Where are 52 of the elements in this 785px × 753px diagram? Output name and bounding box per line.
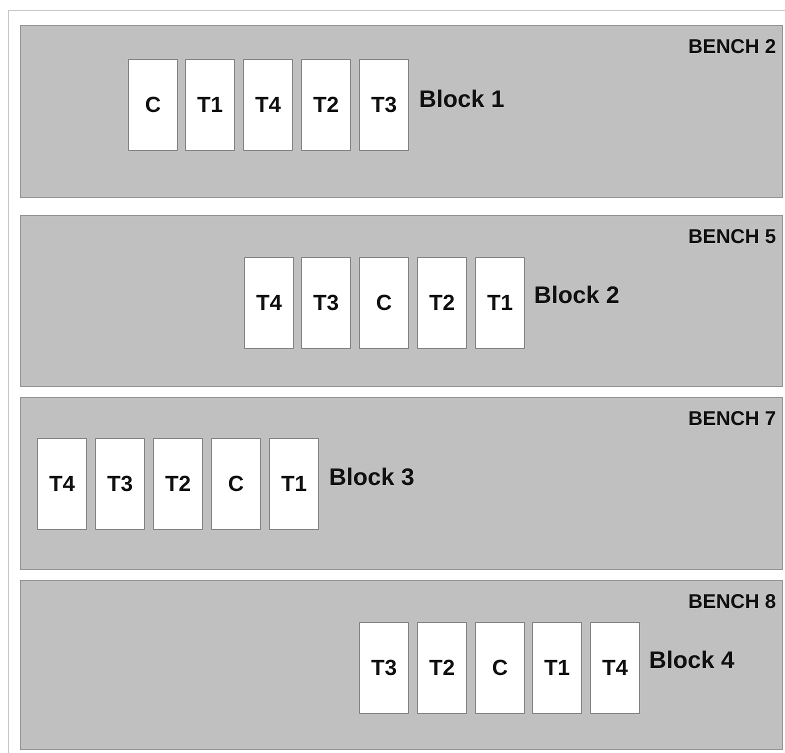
plot-box (128, 59, 178, 151)
bench-heading: BENCH 7 (688, 408, 776, 431)
treatment-label: T2 (429, 655, 455, 681)
bench-heading: BENCH 8 (688, 591, 776, 614)
treatment-label: T3 (107, 471, 133, 497)
plot-box (417, 257, 467, 349)
treatment-label: T1 (281, 471, 307, 497)
treatment-label: T4 (602, 655, 628, 681)
plot-box (359, 622, 409, 714)
plot-box (475, 622, 525, 714)
treatment-label: T1 (197, 92, 223, 118)
plot-box (211, 438, 261, 530)
treatment-label: C (228, 471, 244, 497)
treatment-label: C (376, 290, 392, 316)
treatment-label: T1 (487, 290, 513, 316)
treatment-label: T4 (49, 471, 75, 497)
plot-box (475, 257, 525, 349)
plot-box (243, 59, 293, 151)
treatment-label: T4 (256, 290, 282, 316)
treatment-label: T3 (313, 290, 339, 316)
plot-box (37, 438, 87, 530)
block-label: Block 2 (534, 282, 620, 310)
bench-heading: BENCH 2 (688, 36, 776, 59)
plot-box (359, 257, 409, 349)
bench-panel (20, 397, 783, 570)
plot-box (301, 59, 351, 151)
bench-panel (20, 25, 783, 198)
plot-box (532, 622, 582, 714)
plot-box (301, 257, 351, 349)
plot-box (269, 438, 319, 530)
block-label: Block 4 (649, 647, 734, 675)
treatment-label: T2 (165, 471, 191, 497)
plot-box (417, 622, 467, 714)
bench-panel (20, 215, 783, 387)
treatment-label: T2 (313, 92, 339, 118)
treatment-label: T1 (544, 655, 570, 681)
block-label: Block 3 (329, 464, 414, 492)
treatment-label: T3 (371, 92, 397, 118)
plot-box (153, 438, 203, 530)
treatment-label: C (145, 92, 161, 118)
block-label: Block 1 (419, 86, 504, 114)
treatment-label: T3 (371, 655, 397, 681)
treatment-label: T2 (429, 290, 455, 316)
treatment-label: C (492, 655, 508, 681)
treatment-label: T4 (255, 92, 281, 118)
plot-box (95, 438, 145, 530)
plot-box (590, 622, 640, 714)
bench-heading: BENCH 5 (688, 226, 776, 249)
plot-box (359, 59, 409, 151)
plot-box (244, 257, 294, 349)
bench-panel (20, 580, 783, 750)
plot-box (185, 59, 235, 151)
